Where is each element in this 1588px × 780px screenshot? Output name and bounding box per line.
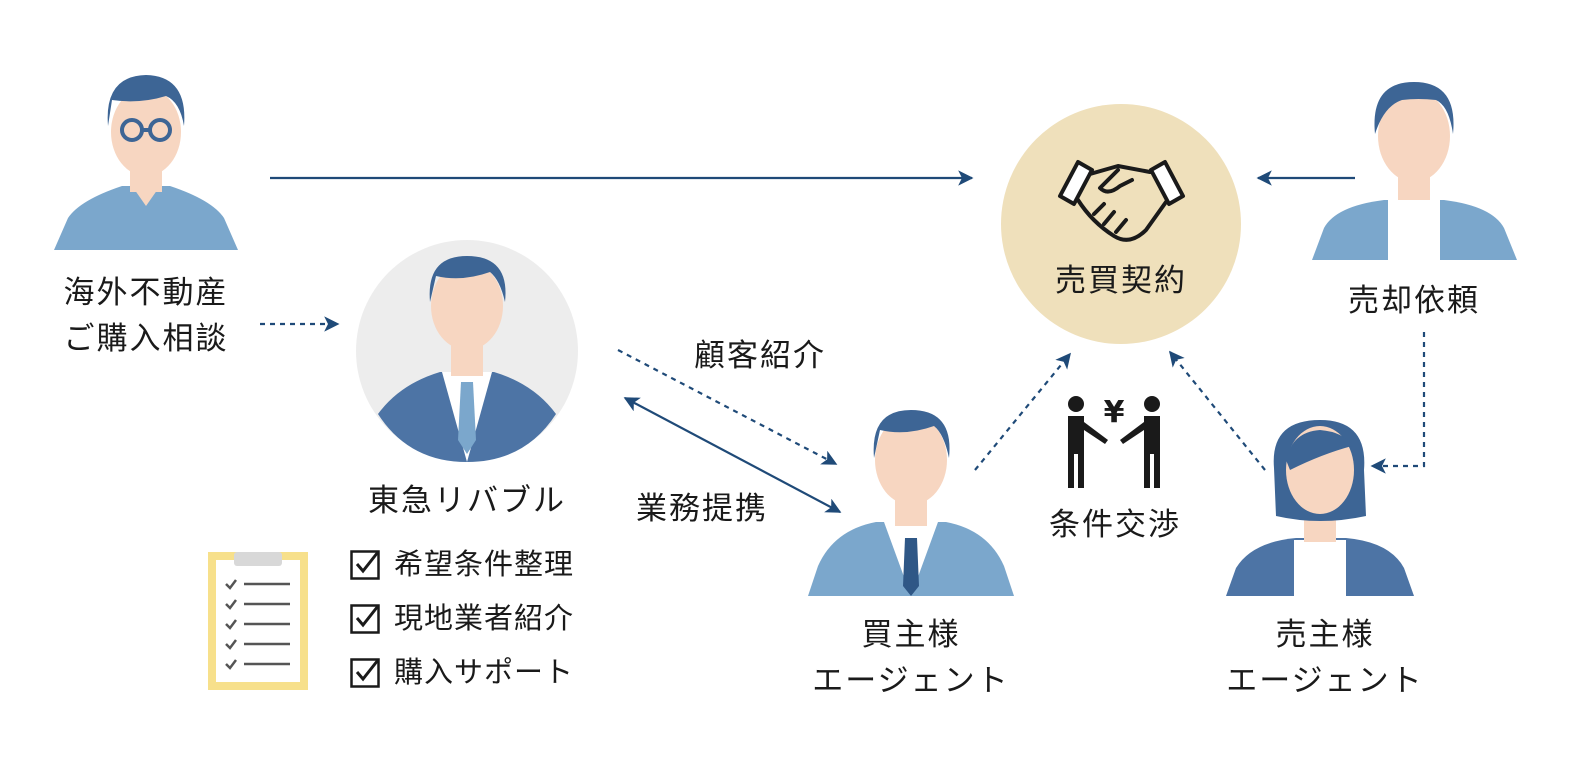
checklist-item-label: 現地業者紹介 bbox=[394, 601, 575, 635]
handshake-icon bbox=[1058, 160, 1185, 242]
arrow-alliance-bidirectional bbox=[623, 397, 842, 513]
arrow-seller-agent-to-contract bbox=[1169, 350, 1266, 471]
overseas-customer-label: 海外不動産 ご購入相談 bbox=[63, 275, 229, 357]
tokyu-livable-agent-icon bbox=[356, 240, 578, 462]
checkbox-icon bbox=[350, 550, 380, 580]
business-alliance-label: 業務提携 bbox=[636, 491, 768, 527]
yen-symbol: ¥ bbox=[1104, 395, 1125, 430]
checkbox-icon bbox=[350, 658, 380, 688]
clipboard-icon bbox=[208, 552, 308, 690]
arrow-seller-to-seller-agent bbox=[1370, 332, 1426, 474]
customer-referral-label: 顧客紹介 bbox=[694, 338, 826, 374]
checklist-item-label: 希望条件整理 bbox=[394, 547, 575, 581]
seller-icon bbox=[1312, 82, 1517, 260]
checklist-item-label: 購入サポート bbox=[394, 655, 575, 689]
negotiation-people-icon: ¥ bbox=[1068, 395, 1160, 488]
tokyu-livable-label: 東急リバブル bbox=[368, 483, 566, 519]
seller-request-label: 売却依頼 bbox=[1348, 283, 1480, 319]
buyer-agent-label: 買主様 エージェント bbox=[812, 617, 1010, 699]
negotiation-label: 条件交渉 bbox=[1049, 507, 1181, 543]
checkbox-icon bbox=[350, 604, 380, 634]
contract-label: 売買契約 bbox=[1055, 263, 1187, 299]
seller-agent-label: 売主様 エージェント bbox=[1226, 617, 1424, 699]
overseas-customer-icon bbox=[54, 75, 238, 250]
arrow-buyer-agent-to-contract bbox=[974, 352, 1071, 471]
seller-agent-icon bbox=[1226, 420, 1414, 596]
buyer-agent-icon bbox=[808, 410, 1014, 596]
